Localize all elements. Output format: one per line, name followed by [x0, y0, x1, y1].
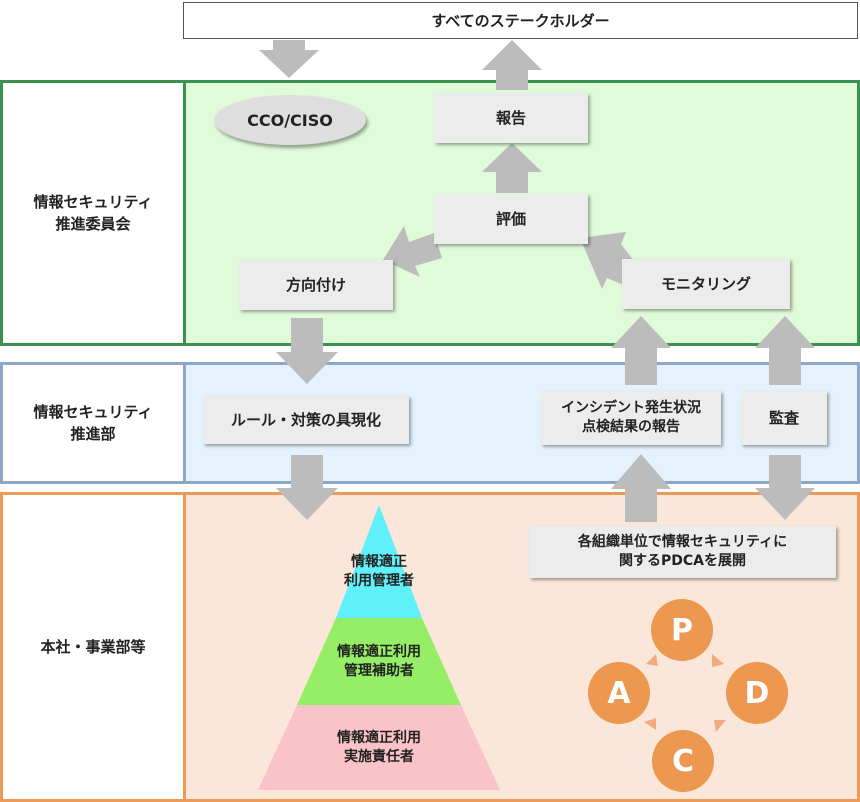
pdca-act-circle: A — [588, 662, 650, 724]
arrow-down-stakeholders — [259, 40, 319, 78]
evaluation-box: 評価 — [434, 194, 588, 244]
arrow-diag-direction — [383, 226, 442, 277]
pdca-arrow-p-to-d — [712, 654, 724, 667]
arrow-down-direction — [276, 318, 338, 384]
pdca-arrow-a-to-p — [646, 654, 658, 666]
arrow-up-report — [482, 40, 542, 90]
pdca-deploy-box: 各組織単位で情報セキュリティに 関するPDCAを展開 — [529, 526, 836, 578]
arrow-up-evaluation — [482, 143, 542, 193]
pyramid-middle-label: 情報適正利用 管理補助者 — [337, 644, 421, 679]
pyramid-bottom-tier — [258, 705, 500, 790]
pyramid-middle-tier — [297, 618, 461, 705]
pyramid-top-label: 情報適正 利用管理者 — [344, 554, 414, 589]
arrow-up-pdca — [611, 454, 671, 522]
arrow-down-audit — [755, 455, 815, 520]
pdca-do-circle: D — [726, 662, 788, 724]
incident-box: インシデント発生状況 点検結果の報告 — [541, 391, 721, 445]
row-label-headquarters: 本社・事業部等 — [40, 637, 146, 656]
arrow-down-rules — [276, 455, 338, 520]
pdca-arrow-c-to-a — [644, 718, 656, 730]
pyramid-top-tier — [336, 505, 422, 618]
arrow-up-audit — [755, 316, 815, 385]
pdca-arrow-d-to-c — [714, 720, 726, 732]
stakeholders-box: すべてのステークホルダー — [183, 2, 858, 39]
pdca-plan-circle: P — [651, 599, 713, 661]
pdca-check-circle: C — [652, 730, 714, 792]
arrow-up-incident — [611, 316, 671, 385]
direction-box: 方向付け — [239, 260, 393, 310]
monitoring-box: モニタリング — [622, 259, 790, 309]
report-box: 報告 — [434, 93, 588, 143]
arrow-diag-monitoring — [580, 232, 634, 289]
ciso-ellipse: CCO/CISO — [214, 95, 366, 145]
rules-box: ルール・対策の具現化 — [203, 396, 409, 444]
row-label-committee: 情報セキュリティ 推進委員会 — [33, 192, 153, 234]
audit-box: 監査 — [741, 391, 827, 445]
pyramid-bottom-label: 情報適正利用 実施責任者 — [337, 730, 421, 765]
row-label-promotion: 情報セキュリティ 推進部 — [33, 402, 153, 444]
